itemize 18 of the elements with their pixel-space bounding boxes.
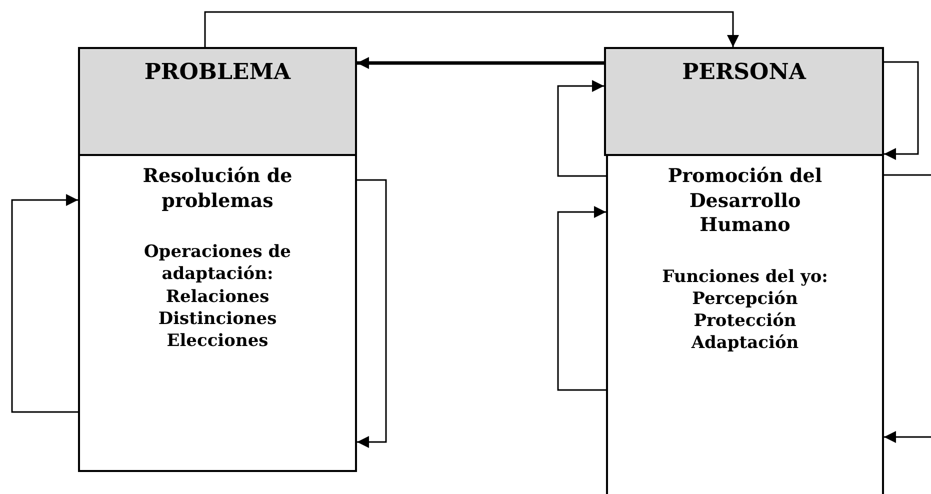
box-title: PROBLEMA bbox=[144, 59, 291, 86]
arrow bbox=[557, 80, 606, 177]
arrow bbox=[357, 57, 604, 69]
content-box bbox=[78, 156, 357, 472]
arrow bbox=[884, 431, 931, 443]
arrow bbox=[357, 179, 387, 448]
box-text: Operaciones de adaptación: Relaciones Distinciones Elecciones bbox=[143, 241, 292, 352]
header-box bbox=[604, 47, 884, 156]
box-heading: Promoción del Desarrollo Humano bbox=[666, 164, 824, 238]
arrow bbox=[557, 206, 606, 391]
box-text: Funciones del yo: Percepción Protección Adaptación bbox=[661, 266, 829, 354]
content-box bbox=[606, 156, 884, 494]
arrow bbox=[204, 11, 739, 47]
header-box bbox=[78, 47, 357, 156]
box-title: PERSONA bbox=[682, 59, 806, 86]
arrow bbox=[11, 194, 78, 413]
box-heading: Resolución de problemas bbox=[142, 164, 294, 214]
arrow bbox=[884, 61, 919, 160]
